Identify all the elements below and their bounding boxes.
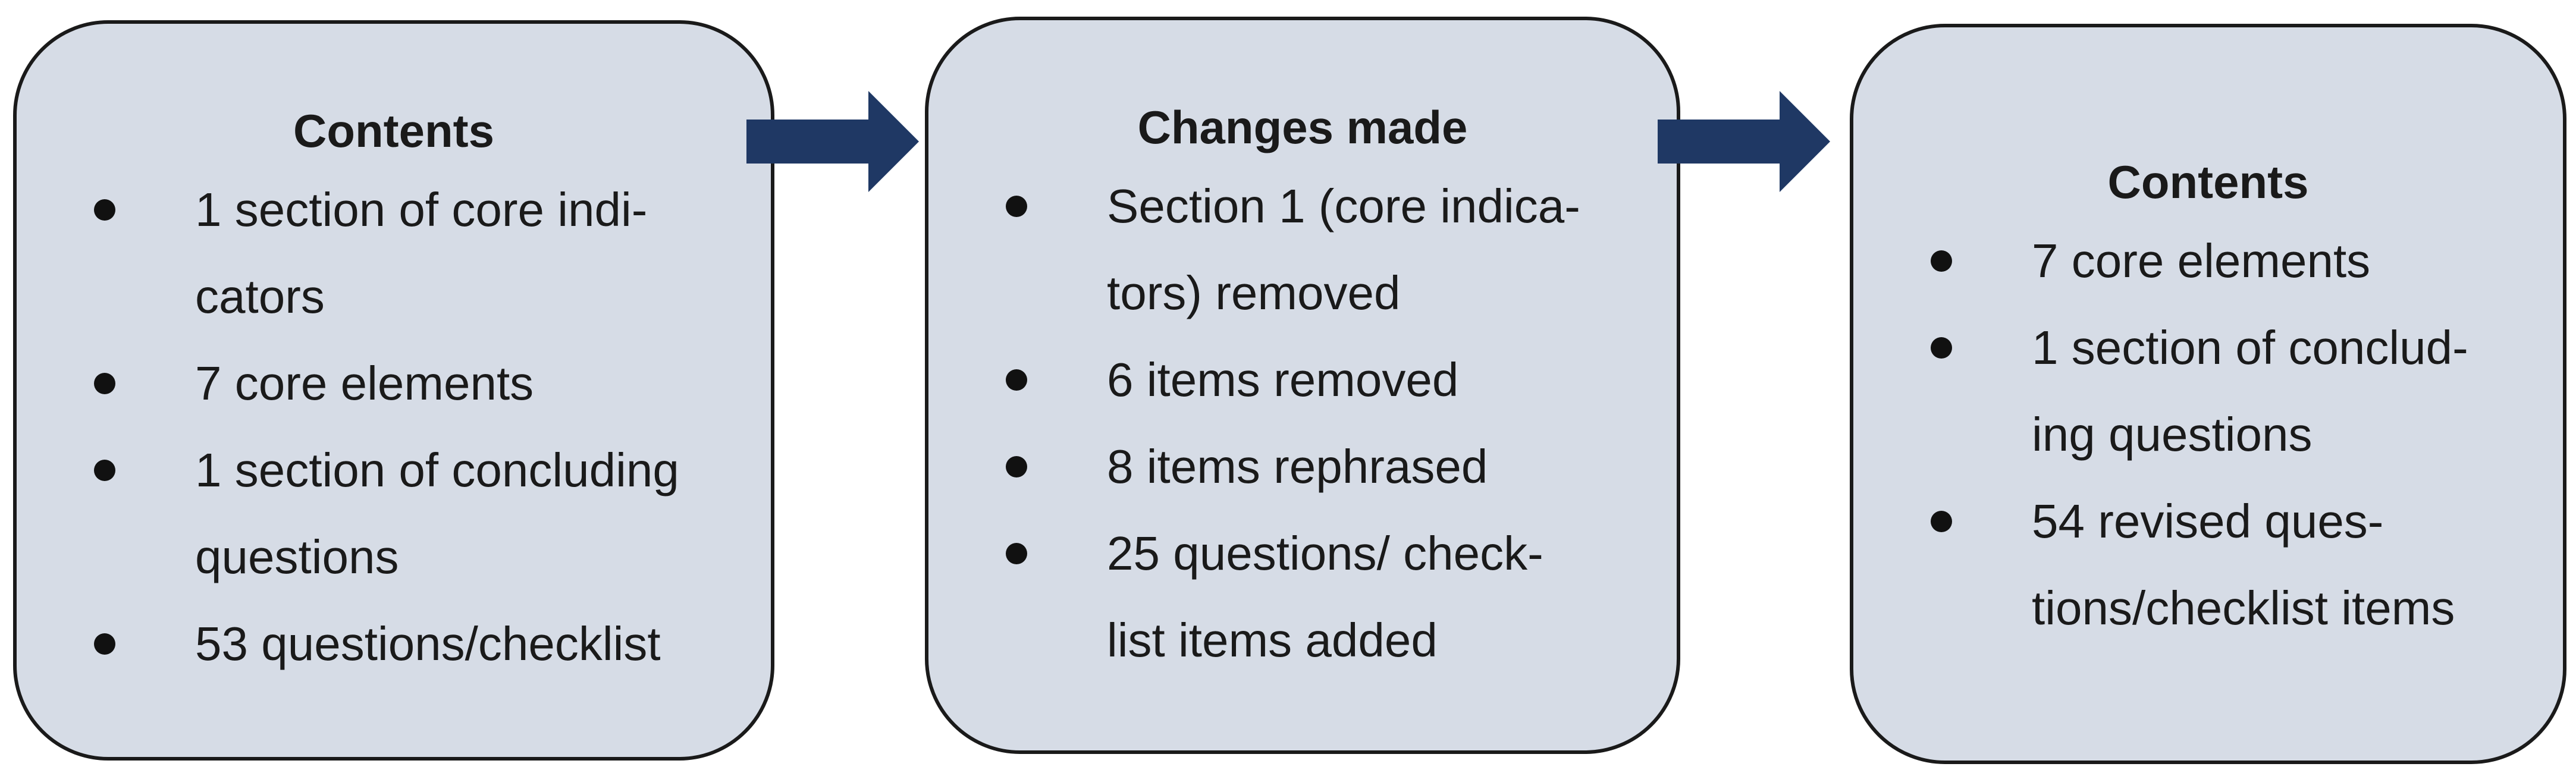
item-text-line: questions: [195, 530, 399, 583]
stage-item-list: 7 core elements 1 section of conclud- in…: [1931, 218, 2527, 652]
item-text-line: 6 items removed: [1107, 353, 1459, 406]
list-item: 53 questions/checklist: [94, 601, 735, 687]
stage-item-list: Section 1 (core indica- tors) removed 6 …: [1006, 163, 1641, 684]
item-text-line: 54 revised ques-: [2032, 495, 2384, 548]
item-text-line: 53 questions/checklist: [195, 617, 661, 670]
bullet-icon: [1006, 543, 1027, 564]
bullet-icon: [1006, 369, 1027, 391]
bullet-icon: [1931, 250, 1952, 272]
item-text-line: 7 core elements: [2032, 234, 2371, 287]
list-item: Section 1 (core indica- tors) removed: [1006, 163, 1641, 337]
bullet-icon: [1006, 196, 1027, 217]
bullet-icon: [1931, 511, 1952, 532]
item-text-line: Section 1 (core indica-: [1107, 180, 1580, 232]
right-arrow-icon: [1658, 91, 1830, 192]
item-text-line: 1 section of core indi-: [195, 183, 648, 236]
list-item: 7 core elements: [1931, 218, 2527, 304]
item-text-line: 25 questions/ check-: [1107, 527, 1543, 580]
stage-box-final-contents: Contents 7 core elements 1 section of co…: [1850, 24, 2566, 764]
bullet-icon: [1931, 337, 1952, 359]
right-arrow-icon: [746, 91, 919, 192]
stage-item-list: 1 section of core indi- cators 7 core el…: [94, 166, 735, 687]
item-text-line: 8 items rephrased: [1107, 440, 1488, 493]
list-item: 1 section of core indi- cators: [94, 166, 735, 340]
item-text-line: list items added: [1107, 614, 1438, 667]
item-text-line: ing questions: [2032, 408, 2313, 461]
list-item: 7 core elements: [94, 340, 735, 427]
list-item: 54 revised ques- tions/checklist items: [1931, 478, 2527, 652]
bullet-icon: [94, 633, 115, 655]
bullet-icon: [1006, 456, 1027, 477]
list-item: 6 items removed: [1006, 337, 1641, 423]
item-text-line: 1 section of concluding: [195, 444, 679, 497]
stage-title: Contents: [2107, 156, 2309, 208]
bullet-icon: [94, 199, 115, 221]
stage-box-initial-contents: Contents 1 section of core indi- cators …: [13, 20, 774, 761]
item-text-line: 7 core elements: [195, 357, 534, 410]
item-text-line: tions/checklist items: [2032, 582, 2455, 634]
stage-box-changes-made: Changes made Section 1 (core indica- tor…: [925, 17, 1680, 754]
list-item: 25 questions/ check- list items added: [1006, 510, 1641, 684]
item-text-line: 1 section of conclud-: [2032, 321, 2468, 374]
list-item: 1 section of conclud- ing questions: [1931, 304, 2527, 478]
item-text-line: tors) removed: [1107, 266, 1401, 319]
item-text-line: cators: [195, 270, 325, 323]
list-item: 1 section of concluding questions: [94, 427, 735, 601]
stage-title: Contents: [293, 105, 494, 157]
bullet-icon: [94, 460, 115, 481]
stage-title: Changes made: [1137, 101, 1468, 153]
bullet-icon: [94, 373, 115, 394]
list-item: 8 items rephrased: [1006, 423, 1641, 510]
